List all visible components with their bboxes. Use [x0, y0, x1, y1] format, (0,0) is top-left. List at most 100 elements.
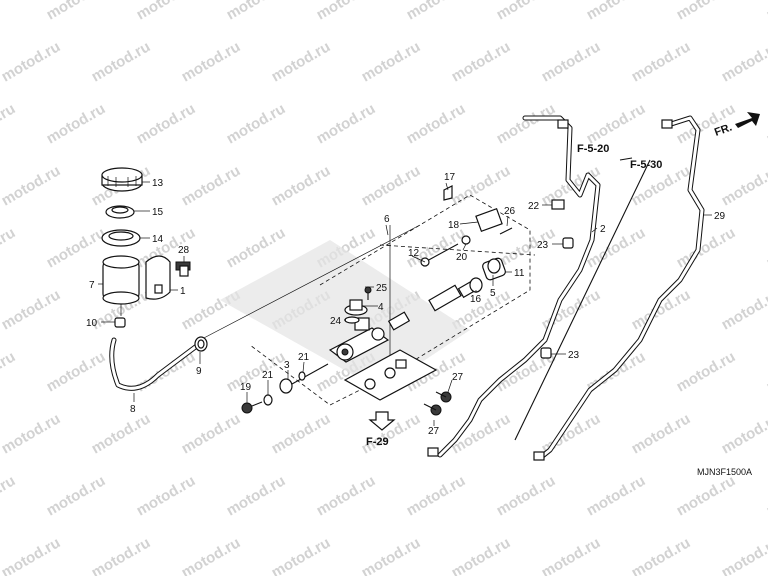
ref-f-5-30[interactable]: F-5-30	[630, 159, 662, 171]
label-9[interactable]: 9	[196, 366, 202, 377]
hatched-area	[220, 240, 470, 390]
label-13[interactable]: 13	[152, 178, 164, 189]
hose-clamp[interactable]	[194, 336, 208, 352]
label-23a[interactable]: 23	[537, 240, 549, 251]
watermark-text: motod.ru	[269, 410, 334, 457]
reservoir-diaphragm[interactable]	[101, 229, 141, 247]
joint-screw[interactable]	[364, 286, 372, 300]
label-1[interactable]: 1	[180, 286, 186, 297]
reservoir-tank[interactable]	[102, 255, 140, 316]
reservoir-screw[interactable]	[175, 261, 191, 277]
rod-bolt[interactable]	[241, 401, 263, 414]
watermark-text: motod.ru	[674, 0, 739, 23]
watermark-text: motod.ru	[314, 100, 379, 147]
label-25[interactable]: 25	[376, 283, 388, 294]
label-29[interactable]: 29	[714, 211, 726, 222]
label-24[interactable]: 24	[330, 316, 342, 327]
label-14[interactable]: 14	[152, 234, 164, 245]
label-17[interactable]: 17	[444, 172, 456, 183]
watermark-text: motod.ru	[44, 0, 109, 23]
reservoir-hose[interactable]	[109, 337, 201, 391]
watermark-text: motod.ru	[44, 100, 109, 147]
rod-washer-upper[interactable]	[298, 371, 306, 381]
label-4[interactable]: 4	[378, 302, 384, 313]
watermark-text: motod.ru	[359, 162, 424, 209]
label-23b[interactable]: 23	[568, 350, 580, 361]
rod-nut[interactable]	[461, 235, 471, 245]
label-3[interactable]: 3	[284, 360, 290, 371]
label-10[interactable]: 10	[86, 318, 98, 329]
reservoir-plate[interactable]	[105, 205, 135, 219]
label-21a[interactable]: 21	[262, 370, 274, 381]
watermark-text: motod.ru	[0, 286, 63, 333]
watermark-text: motod.ru	[494, 472, 559, 519]
watermark-text: motod.ru	[629, 410, 694, 457]
leader-lines	[98, 181, 712, 426]
hose-clip[interactable]	[114, 317, 126, 328]
clutch-pipe-2[interactable]	[427, 115, 601, 458]
label-18[interactable]: 18	[448, 220, 460, 231]
watermark-text: motod.ru	[269, 162, 334, 209]
label-21b[interactable]: 21	[298, 352, 310, 363]
clutch-pipe-29[interactable]	[533, 115, 705, 461]
watermark-text: motod.ru	[134, 472, 199, 519]
spring-pin[interactable]	[499, 227, 513, 235]
label-12[interactable]: 12	[408, 248, 420, 259]
watermark-text: motod.ru	[629, 286, 694, 333]
part-labels: 13 15 14 7 1 28 10 8 9 19 21 3 21 4 24 2…	[86, 172, 726, 437]
label-27a[interactable]: 27	[452, 372, 464, 383]
watermark-text: motod.ru	[449, 534, 514, 576]
watermark-text: motod.ru	[539, 38, 604, 85]
watermark-text: motod.ru	[134, 100, 199, 147]
reservoir-joint[interactable]	[344, 299, 368, 316]
reservoir-cap[interactable]	[101, 167, 143, 192]
label-15[interactable]: 15	[152, 207, 164, 218]
label-11[interactable]: 11	[514, 268, 525, 279]
watermark-text: motod.ru	[764, 472, 768, 519]
label-2[interactable]: 2	[600, 224, 606, 235]
label-20[interactable]: 20	[456, 252, 468, 263]
switch-bracket[interactable]	[475, 207, 503, 233]
boot[interactable]	[469, 277, 483, 293]
watermark-text: motod.ru	[674, 348, 739, 395]
watermark-text: motod.ru	[0, 472, 18, 519]
watermark-text: motod.ru	[224, 472, 289, 519]
watermark-text: motod.ru	[674, 224, 739, 271]
mounting-plate[interactable]	[343, 349, 438, 401]
watermark-text: motod.ru	[179, 38, 244, 85]
watermark-text: motod.ru	[674, 472, 739, 519]
watermark-text: motod.ru	[44, 348, 109, 395]
joint-o-ring[interactable]	[344, 316, 360, 324]
boot-seal[interactable]	[482, 257, 507, 281]
bolt-lower[interactable]	[423, 403, 442, 416]
label-8[interactable]: 8	[130, 404, 136, 415]
watermark-text: motod.ru	[269, 38, 334, 85]
rod-washer[interactable]	[263, 394, 273, 406]
pipe-grommet-lower[interactable]	[540, 347, 552, 359]
watermark-text: motod.ru	[629, 534, 694, 576]
ref-f-29[interactable]: F-29	[366, 436, 389, 448]
watermark-text: motod.ru	[0, 410, 63, 457]
label-16[interactable]: 16	[470, 294, 482, 305]
bolt-upper[interactable]	[435, 391, 452, 403]
label-27b[interactable]: 27	[428, 426, 440, 437]
label-6[interactable]: 6	[384, 214, 390, 225]
label-5[interactable]: 5	[490, 288, 496, 299]
label-7[interactable]: 7	[89, 280, 95, 291]
watermark-text: motod.ru	[494, 100, 559, 147]
watermark-text: motod.ru	[584, 0, 649, 23]
pivot-bolt[interactable]	[443, 185, 453, 201]
label-22[interactable]: 22	[528, 201, 540, 212]
pipe-grommet-upper[interactable]	[562, 237, 574, 249]
ref-f-5-20[interactable]: F-5-20	[577, 143, 609, 155]
label-26[interactable]: 26	[504, 206, 516, 217]
watermark-text: motod.ru	[0, 348, 18, 395]
label-19[interactable]: 19	[240, 382, 252, 393]
watermark-text: motod.ru	[179, 534, 244, 576]
pipe-clamp-22[interactable]	[551, 199, 565, 210]
label-28[interactable]: 28	[178, 245, 190, 256]
reservoir-cover[interactable]	[145, 255, 171, 300]
diagram-code: MJN3F1500A	[697, 467, 752, 477]
pushrod-joint[interactable]	[279, 363, 329, 394]
